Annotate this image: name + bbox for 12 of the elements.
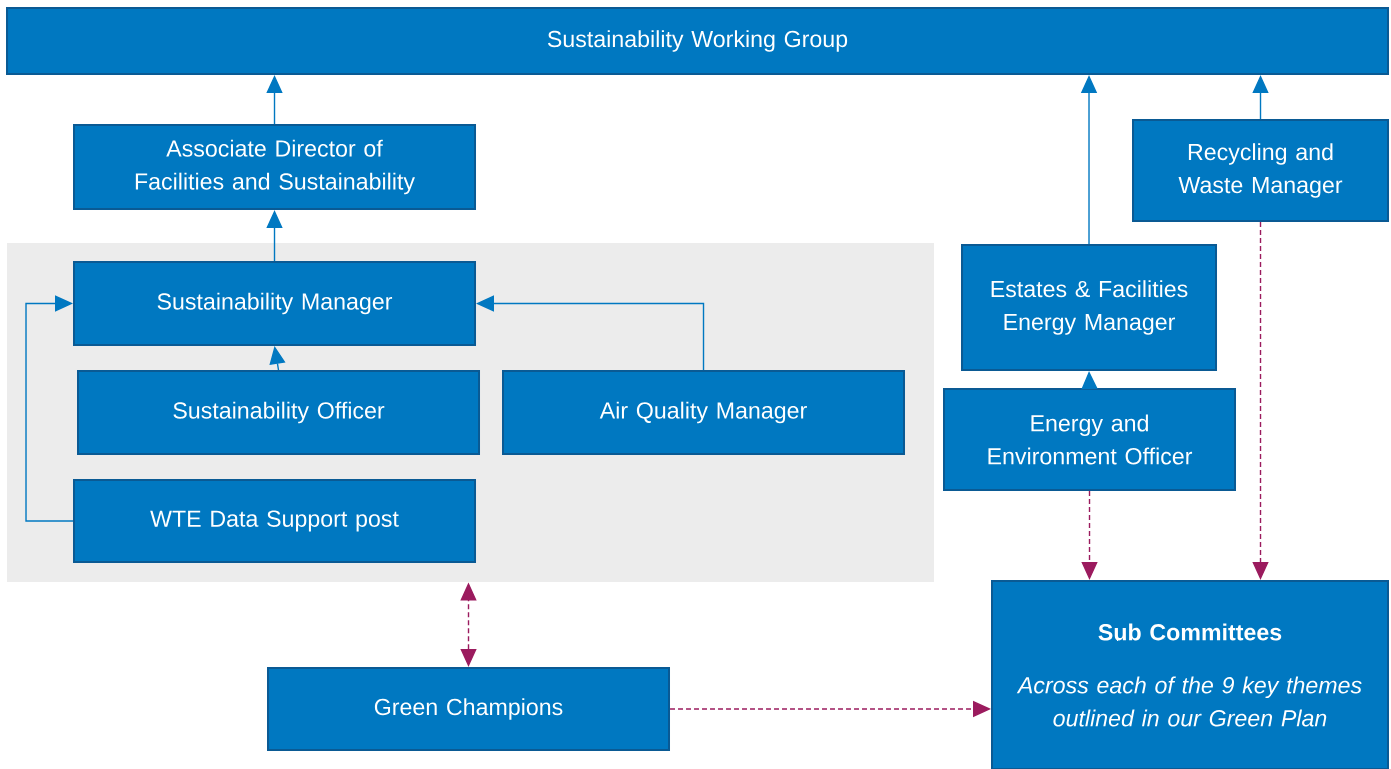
role-box: Sustainability Officer [77,370,480,455]
role-box: Associate Director of Facilities and Sustainability [73,124,476,210]
role-box: Recycling and Waste Manager [1132,119,1389,222]
arrow [25,295,74,522]
role-box: Sustainability Manager [73,261,476,346]
role-box: Green Champions [267,667,670,751]
role-box: Estates & Facilities Energy Manager [961,244,1217,371]
role-box: Air Quality Manager [502,370,905,455]
group-box: Sustainability Working Group [6,7,1389,75]
role-box: WTE Data Support post [73,479,476,563]
role-box: Energy and Environment Officer [943,388,1236,491]
committee-box: Sub Committees Across each of the 9 key themes outlined in our Green Plan [991,580,1389,769]
